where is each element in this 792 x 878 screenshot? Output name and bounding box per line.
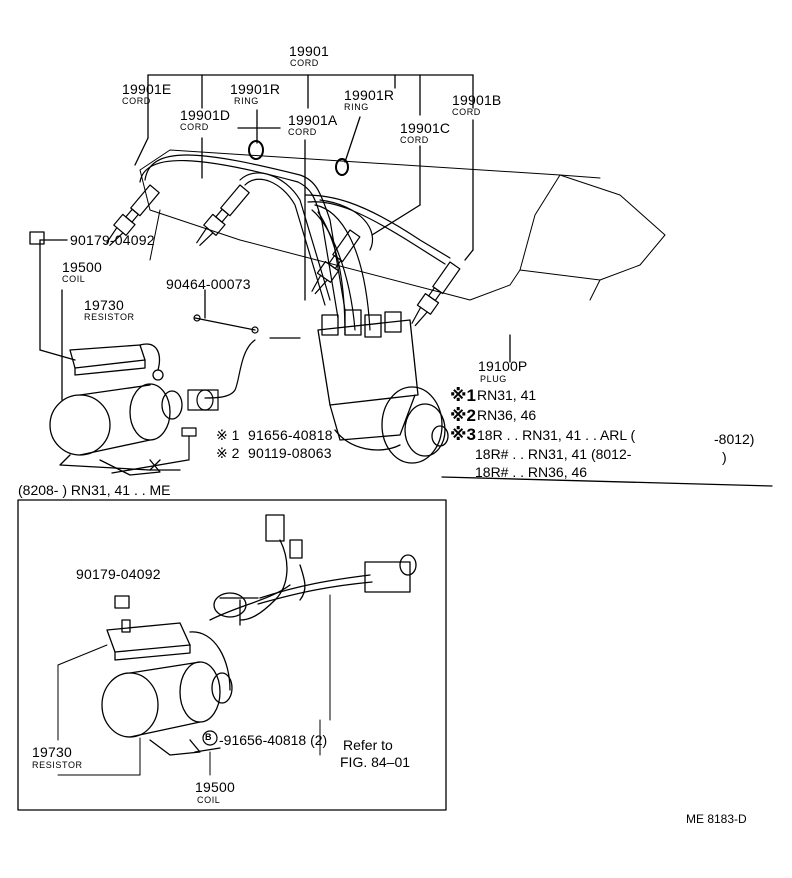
- inset-coil-label: 19500: [195, 779, 235, 795]
- bolt-2-mark: ※ 2: [216, 445, 240, 461]
- cord-c-sub: CORD: [400, 135, 429, 145]
- ring-2-label: 19901R: [344, 87, 395, 103]
- cord-e-sub: CORD: [122, 96, 151, 106]
- ring-1: [248, 140, 264, 160]
- coil-lead-top: [181, 314, 301, 461]
- leader-lines: [39, 74, 773, 487]
- inset-bolt-mark: B: [205, 732, 212, 742]
- bolt-b-circle-icon: [202, 730, 218, 746]
- app-3-text: 18R . . RN31, 41 . . ARL (: [477, 427, 636, 443]
- inset-bolt-label: -91656-40818 (2): [219, 732, 328, 748]
- app-5-text: 18R# . . RN36, 46: [475, 464, 588, 480]
- bolt-1-mark: ※ 1: [216, 427, 240, 443]
- plug-sub: PLUG: [480, 374, 507, 384]
- ring-2-sub: RING: [344, 102, 369, 112]
- app-4-end: ): [722, 449, 727, 465]
- spark-plugs: [106, 184, 461, 327]
- inset-leader-lines: [57, 594, 331, 776]
- ring-1-sub: RING: [234, 96, 259, 106]
- app-1-text: RN31, 41: [477, 387, 537, 403]
- app-2-text: RN36, 46: [477, 407, 537, 423]
- inset-nut-label: 90179-04092: [76, 566, 161, 582]
- coil-assembly-inset: [101, 514, 417, 756]
- cord-c-label: 19901C: [400, 120, 451, 136]
- app-3-end: -8012): [714, 431, 755, 447]
- bracket-part-label: 90464-00073: [166, 276, 251, 292]
- cord-main-label: 19901: [289, 43, 329, 59]
- inset-coil-sub: COIL: [197, 795, 221, 805]
- inset-refer-1: Refer to: [343, 737, 393, 753]
- cord-a-sub: CORD: [288, 127, 317, 137]
- plug-label: 19100P: [478, 358, 528, 374]
- bolt-top-icon: [181, 427, 197, 437]
- resistor-top-label: 19730: [84, 297, 124, 313]
- cord-e-label: 19901E: [122, 81, 172, 97]
- coil-top-sub: COIL: [62, 274, 86, 284]
- inset-resistor-label: 19730: [32, 744, 72, 760]
- resistor-top-sub: RESISTOR: [84, 312, 135, 322]
- ignition-cords: [139, 154, 451, 336]
- cord-b-sub: CORD: [452, 107, 481, 117]
- cord-main-sub: CORD: [290, 58, 319, 68]
- ring-2: [335, 158, 349, 176]
- inset-refer-2: FIG. 84–01: [340, 754, 411, 770]
- inset-resistor-sub: RESISTOR: [32, 760, 83, 770]
- bolt-2-label: 90119-08063: [248, 445, 332, 461]
- cord-a-label: 19901A: [288, 112, 338, 128]
- nut-top-icon: [29, 231, 45, 245]
- nut-top-label: 90179-04092: [70, 232, 155, 248]
- cord-d-sub: CORD: [180, 122, 209, 132]
- coil-top-label: 19500: [62, 259, 102, 275]
- inset-header: (8208- ) RN31, 41 . . ME: [18, 482, 171, 498]
- bolt-1-label: 91656-40818: [248, 427, 333, 443]
- nut-inset-icon: [114, 595, 130, 609]
- cord-b-label: 19901B: [452, 92, 502, 108]
- figure-code: ME 8183-D: [686, 812, 747, 826]
- app-4-text: 18R# . . RN31, 41 (8012-: [475, 446, 632, 462]
- coil-assembly-top: [29, 231, 189, 476]
- app-2-mark: ※2: [450, 406, 476, 425]
- inset-frame: [17, 499, 447, 811]
- app-3-mark: ※3: [450, 425, 476, 444]
- ring-1-label: 19901R: [230, 81, 281, 97]
- cord-d-label: 19901D: [180, 107, 231, 123]
- distributor: [317, 309, 449, 464]
- app-1-mark: ※1: [450, 386, 476, 405]
- valve-cover-outline: [139, 149, 666, 301]
